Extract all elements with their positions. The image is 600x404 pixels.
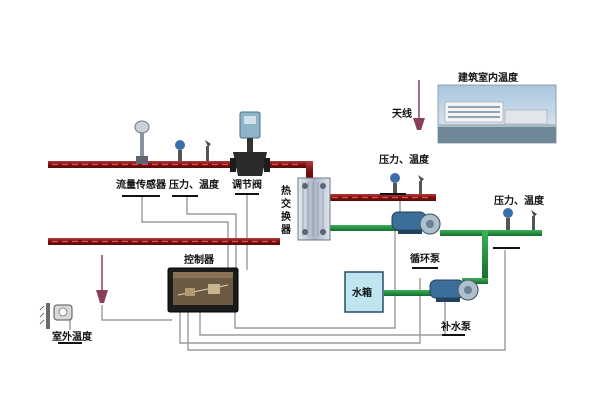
antenna-outdoor: [96, 255, 108, 303]
outdoor-temp-label: 室外温度: [52, 330, 93, 343]
water-tank: [344, 271, 384, 313]
flow-sensor-label: 流量传感器: [116, 178, 167, 191]
controller-panel: [167, 267, 239, 313]
makeup-pump-label: 补水泵: [440, 320, 472, 333]
label-underlines: [58, 193, 520, 344]
outdoor-temp-sensor: [39, 303, 73, 329]
antenna-label: 天线: [392, 107, 412, 120]
wire-circ-pump: [234, 216, 396, 329]
control-valve: [230, 111, 270, 176]
antenna-top: [413, 80, 425, 130]
pressure-temp-sensors-left: [175, 140, 211, 161]
signal-wires: [69, 193, 506, 351]
watermark-text: 搜狐号@聚英电子: [456, 375, 568, 392]
water-tank-label: 水箱: [351, 286, 372, 299]
wire-outdoor: [101, 305, 172, 321]
wire-makeup-pump: [199, 300, 446, 336]
circulation-pump: [391, 211, 441, 235]
pressure-temp-right-label: 压力、温度: [494, 194, 545, 207]
pressure-temp-left-label: 压力、温度: [169, 178, 220, 191]
wire-flow-sensor: [141, 195, 229, 270]
secondary-hot-pipe: [328, 194, 436, 201]
wire-tank: [179, 278, 421, 344]
control-valve-label: 调节阀: [232, 178, 262, 191]
hot-supply-pipe: [48, 161, 313, 181]
circulation-pump-label: 循环泵: [410, 252, 441, 265]
building-image: [437, 84, 557, 144]
pressure-temp-mid-label: 压力、温度: [379, 153, 430, 166]
building-temp-label: 建筑室内温度: [457, 71, 519, 84]
heat-exchanger-label: 热 交 换 器: [280, 184, 294, 236]
flow-sensor: [134, 120, 150, 164]
cold-loop-pipes: [328, 225, 542, 296]
makeup-pump: [429, 279, 479, 302]
pressure-temp-sensors-right: [503, 208, 537, 230]
wire-pressure-right: [187, 250, 506, 351]
pressure-temp-sensors-mid: [390, 173, 424, 194]
hot-return-pipe: [48, 238, 280, 245]
heat-exchanger: [297, 177, 331, 241]
controller-label: 控制器: [184, 253, 215, 266]
